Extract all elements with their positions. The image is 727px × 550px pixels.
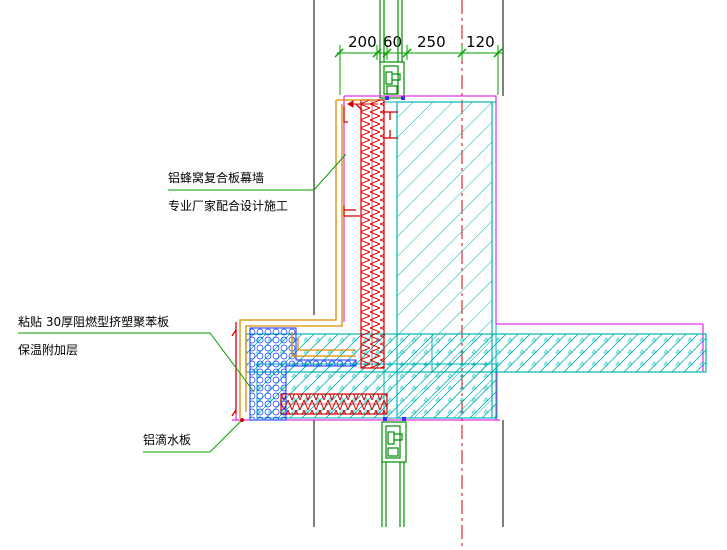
curtain-wall-label-line2: 专业厂家配合设计施工 [168,198,288,213]
lower-window-profile [381,421,407,527]
leader-dot [240,418,244,422]
honeycomb-panel [239,99,378,418]
annotation-curtain-wall: 铝蜂窝复合板幕墙 专业厂家配合设计施工 [168,170,288,213]
insulation-label-line1: 粘贴 30厚阻燃型挤塑聚苯板 [18,314,169,329]
annotation-insulation: 粘贴 30厚阻燃型挤塑聚苯板 保温附加层 [18,314,169,357]
xps-insulation-layer [249,327,357,421]
upper-window-profile [379,0,405,99]
insulation-vertical [360,99,385,369]
insulation-horizontal [280,393,388,415]
reference-lines [313,0,504,527]
leader-lines [18,153,347,453]
flow-arrow [347,100,378,108]
upper-anchor-icons [385,96,405,100]
dimension-chain: 200 60 250 120 [334,33,503,95]
dim-label-2: 60 [383,33,402,51]
curtain-wall-label-line1: 铝蜂窝复合板幕墙 [168,170,264,185]
annotation-drip: 铝滴水板 [143,432,191,447]
dim-label-3: 250 [417,33,446,51]
insulation-label-line2: 保温附加层 [18,343,78,357]
dim-label-1: 200 [348,33,377,51]
dim-label-4: 120 [466,33,495,51]
lower-anchor-icons [383,417,406,421]
drip-label: 铝滴水板 [143,432,191,447]
